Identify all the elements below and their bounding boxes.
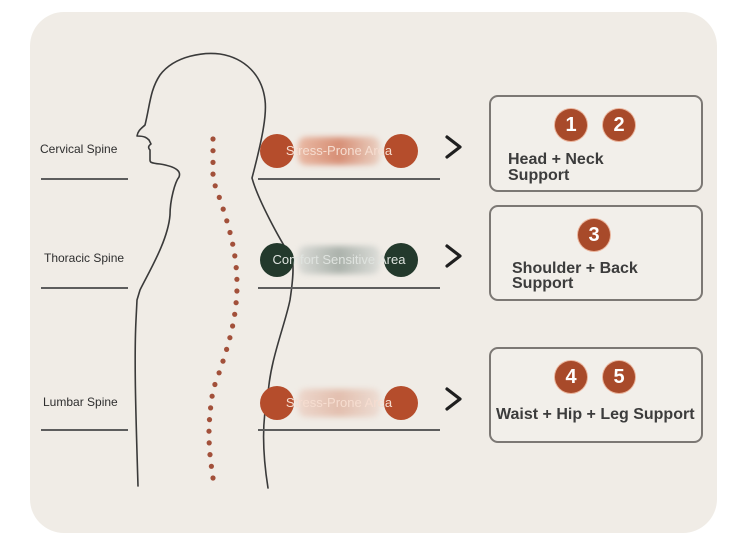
stress-dot-icon [260, 386, 294, 420]
thoracic-left-divider [41, 287, 128, 289]
spine-dot [234, 276, 240, 282]
spine-dot [207, 452, 213, 458]
spine-dot [220, 206, 226, 212]
spine-dot [224, 218, 230, 224]
thoracic-spine-label: Thoracic Spine [44, 251, 125, 265]
spine-dot [206, 417, 213, 423]
chevron-right-icon [445, 244, 462, 268]
silhouette-outline-icon [134, 52, 294, 489]
spine-dot [206, 428, 212, 434]
spine-dot [206, 440, 212, 446]
blurred-area-highlight [298, 389, 380, 417]
cervical-right-divider [258, 178, 440, 180]
badge-group: 1 2 [555, 109, 635, 141]
lumbar-left-divider [41, 429, 128, 431]
spine-dot [230, 241, 236, 247]
badge-group: 3 [578, 219, 610, 251]
support-title-line-2: Support [512, 275, 574, 292]
spine-dot [210, 159, 216, 165]
spine-dot [220, 358, 226, 364]
number-badge: 1 [555, 109, 587, 141]
area-label: Stress-Prone Area [285, 143, 393, 158]
spine-dot [212, 183, 218, 189]
cervical-spine-label: Cervical Spine [40, 142, 118, 156]
spine-dot [210, 136, 216, 142]
chevron-right-icon [445, 387, 462, 411]
support-title-line-1: Shoulder + Back [512, 260, 638, 277]
spine-dot [210, 171, 216, 177]
spine-dot [210, 475, 216, 481]
shoulder-back-support-box: 3 Shoulder + Back Support [489, 205, 703, 301]
spine-dot [212, 381, 218, 388]
stress-dot-icon [384, 386, 418, 420]
badge-group: 4 5 [555, 361, 635, 393]
number-badge: 3 [578, 219, 610, 251]
number-badge: 4 [555, 361, 587, 393]
spine-dot [209, 393, 215, 399]
spine-dot [224, 346, 230, 352]
spine-dot [227, 335, 233, 341]
support-title-line-1: Waist + Hip + Leg Support [496, 406, 695, 423]
thoracic-right-divider [258, 287, 440, 289]
lumbar-spine-label: Lumbar Spine [43, 395, 118, 409]
spine-dot [208, 405, 214, 411]
spine-dot [232, 253, 238, 259]
area-label: Stress-Prone Area [285, 395, 393, 410]
spine-dot [230, 323, 236, 329]
spine-dot [233, 265, 239, 271]
spine-dot [233, 300, 239, 306]
stress-dot-icon [384, 134, 418, 168]
comfort-dot-icon [260, 243, 294, 277]
spine-dot [227, 229, 233, 236]
lumbar-area-pill: Stress-Prone Area [260, 386, 418, 422]
lumbar-right-divider [258, 429, 440, 431]
number-badge: 2 [603, 109, 635, 141]
comfort-dot-icon [384, 243, 418, 277]
cervical-area-pill: Stress-Prone Area [260, 134, 418, 170]
area-label: Comfort Sensitive Area [272, 252, 406, 267]
thoracic-area-pill: Comfort Sensitive Area [260, 243, 418, 279]
spine-dot [234, 288, 240, 294]
cervical-left-divider [41, 178, 128, 180]
support-title-line-2: Support [508, 167, 570, 184]
spine-dots [206, 136, 240, 481]
stress-dot-icon [260, 134, 294, 168]
support-title-line-1: Head + Neck [508, 151, 604, 168]
blurred-area-highlight [298, 246, 380, 274]
chevron-right-icon [445, 135, 462, 159]
waist-hip-leg-support-box: 4 5 Waist + Hip + Leg Support [489, 347, 703, 443]
spine-dot [208, 463, 214, 469]
spine-dot [216, 370, 222, 376]
number-badge: 5 [603, 361, 635, 393]
spine-dot [232, 311, 238, 317]
blurred-area-highlight [298, 137, 380, 165]
spine-dot [210, 148, 216, 154]
spine-dot [216, 194, 222, 200]
head-neck-support-box: 1 2 Head + Neck Support [489, 95, 703, 192]
